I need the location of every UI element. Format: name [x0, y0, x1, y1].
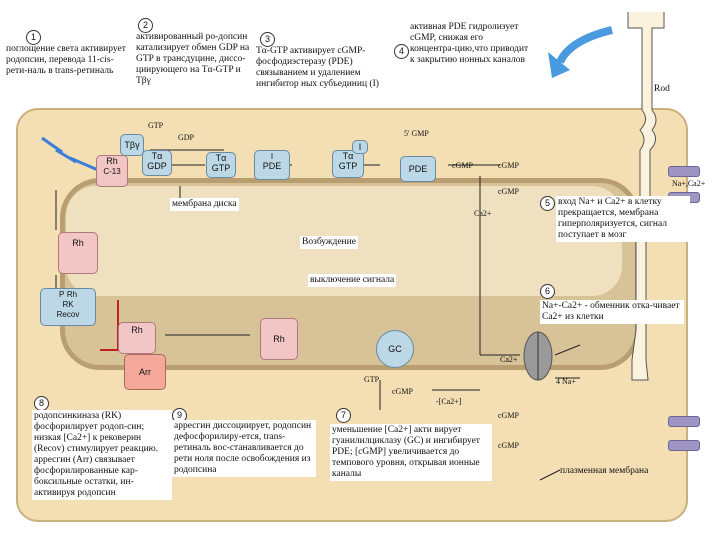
gtp-label: GTP: [148, 121, 164, 130]
rhodopsin-phosphorylated: Rh: [118, 322, 156, 354]
step-number-badge: 5: [540, 196, 555, 211]
step-6-text: Na+-Ca2+ - обменник отка-чивает Ca2+ из …: [540, 300, 684, 324]
step-number-badge: 2: [138, 18, 153, 33]
cgmp-gated-channel: [668, 440, 700, 451]
step-number-badge: 4: [394, 44, 409, 59]
retinal-label: C-13: [103, 167, 121, 176]
calcium-concentration-label: -[Ca2+]: [436, 397, 462, 406]
disk-membrane-label: мембрана диска: [170, 198, 239, 211]
transducin-alpha-gtp: Tα GTP: [332, 150, 364, 178]
recoverin-label: Recov: [56, 310, 80, 319]
pointer-arrow-icon: [556, 26, 613, 64]
cgmp-label: cGMP: [498, 187, 519, 196]
calcium-label: Ca2+: [500, 355, 518, 364]
sodium-label: 4 Na+: [556, 377, 576, 386]
cgmp-gated-channel: [668, 166, 700, 177]
cgmp-label: cGMP: [498, 411, 519, 420]
rhodopsin-kinase: P Rh RK Recov: [40, 288, 96, 326]
step-8-text: родопсинкиназа (RK) фосфорилирует родоп-…: [32, 410, 172, 500]
inhibitor-subunit: I: [352, 140, 368, 154]
pde-label: PDE: [262, 161, 282, 171]
rod-label: Rod: [654, 84, 670, 94]
rhodopsin-active: Rh C-13: [96, 155, 128, 187]
cgmp-label: cGMP: [498, 161, 519, 170]
phosphodiesterase-inactive: I PDE: [254, 150, 290, 180]
rhodopsin-inactive: Rh: [260, 318, 298, 360]
excitation-label: Возбуждение: [300, 236, 358, 249]
transducin-alpha-gdp: Tα GDP: [142, 150, 172, 176]
inhibitor-label: I: [270, 152, 274, 161]
cgmp-label: cGMP: [392, 387, 413, 396]
transducin-beta-gamma: Tβγ: [120, 134, 144, 156]
cgmp-label: cGMP: [498, 441, 519, 450]
guanylyl-cyclase: GC: [376, 330, 414, 368]
phosphodiesterase-active: PDE: [400, 156, 436, 182]
cgmp-label: cGMP: [452, 161, 473, 170]
rhodopsin: Rh: [58, 232, 98, 274]
step-4-text: активная PDE гидролизует cGMP, снижая ег…: [410, 22, 529, 65]
phosphate-label: P: [58, 290, 65, 299]
light-icon: [41, 136, 99, 172]
step-number-badge: 3: [260, 32, 275, 47]
step-number-badge: 6: [540, 284, 555, 299]
rhodopsin-label: Rh: [66, 290, 78, 299]
rhodopsin-label: Rh: [106, 156, 118, 166]
arrestin: Arr: [124, 354, 166, 390]
plasma-membrane-label: плазменная мембрана: [560, 466, 649, 476]
step-2-text: активированный ро-допсин катализирует об…: [136, 32, 250, 86]
cgmp-gated-channel: [668, 416, 700, 427]
ion-flux-label: Na+,Ca2+: [672, 179, 706, 188]
transducin-alpha-gtp: Tα GTP: [206, 152, 236, 178]
step-7-text: уменьшение [Ca2+] акти вирует гуанилилци…: [330, 424, 492, 481]
step-3-text: Tα-GTP активирует cGMP-фосфодиэстеразу (…: [256, 46, 379, 89]
gmp-label: 5' GMP: [404, 129, 429, 138]
calcium-label: Ca2+: [474, 209, 492, 218]
rk-label: RK: [62, 300, 74, 309]
gdp-label: GDP: [178, 133, 195, 142]
step-number-badge: 1: [26, 30, 41, 45]
step-number-badge: 7: [336, 408, 351, 423]
shutoff-label: выключение сигнала: [308, 274, 397, 287]
step-9-text: арресгин диссоциирует, родопсин дефосфор…: [172, 420, 316, 477]
step-1-text: поглощение света активирует родопсин, пе…: [6, 44, 126, 76]
step-number-badge: 8: [34, 396, 49, 411]
step-5-text: вход Na+ и Ca2+ в клетку прекращается, м…: [556, 196, 690, 242]
gtp-label: GTP: [364, 375, 380, 384]
